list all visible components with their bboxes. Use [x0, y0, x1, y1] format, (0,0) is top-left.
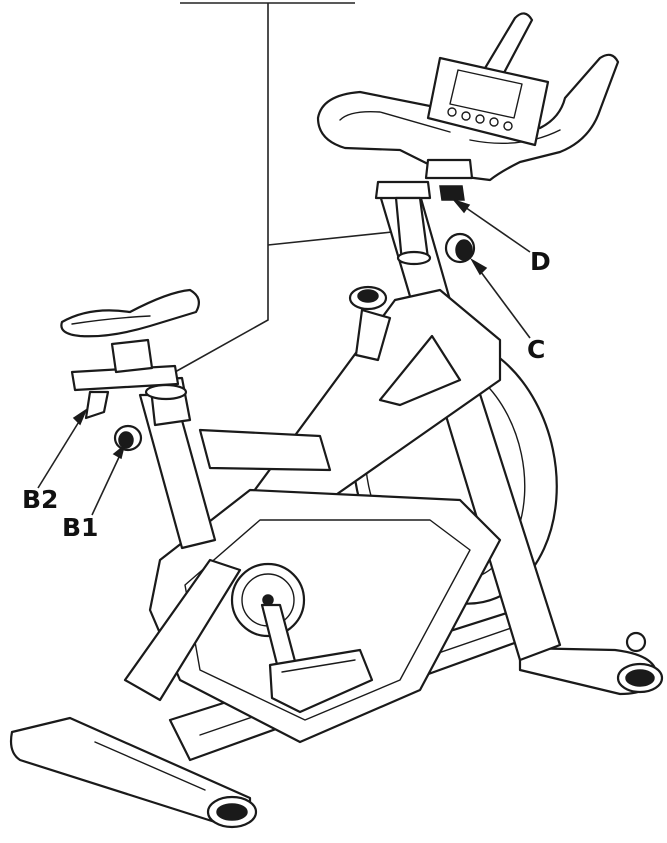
top-leader-line: [174, 2, 393, 373]
callout-c: C: [527, 335, 545, 364]
handlebar-height-knob: [444, 232, 476, 264]
front-leg: [123, 393, 242, 702]
seat-assembly: [60, 288, 201, 427]
crank-disc: [230, 562, 306, 638]
console-display: [426, 56, 550, 147]
seat-height-knob: [113, 424, 143, 452]
callout-d: D: [530, 247, 551, 276]
callout-b1: B1: [62, 513, 98, 542]
resistance-knob: [348, 285, 392, 362]
rear-stabilizer: [518, 631, 664, 696]
crank-pedal: [260, 603, 374, 714]
front-stabilizer: [9, 716, 258, 829]
callout-b2: B2: [22, 485, 58, 514]
main-frame: [198, 288, 502, 522]
callout-arrows: [37, 198, 531, 516]
